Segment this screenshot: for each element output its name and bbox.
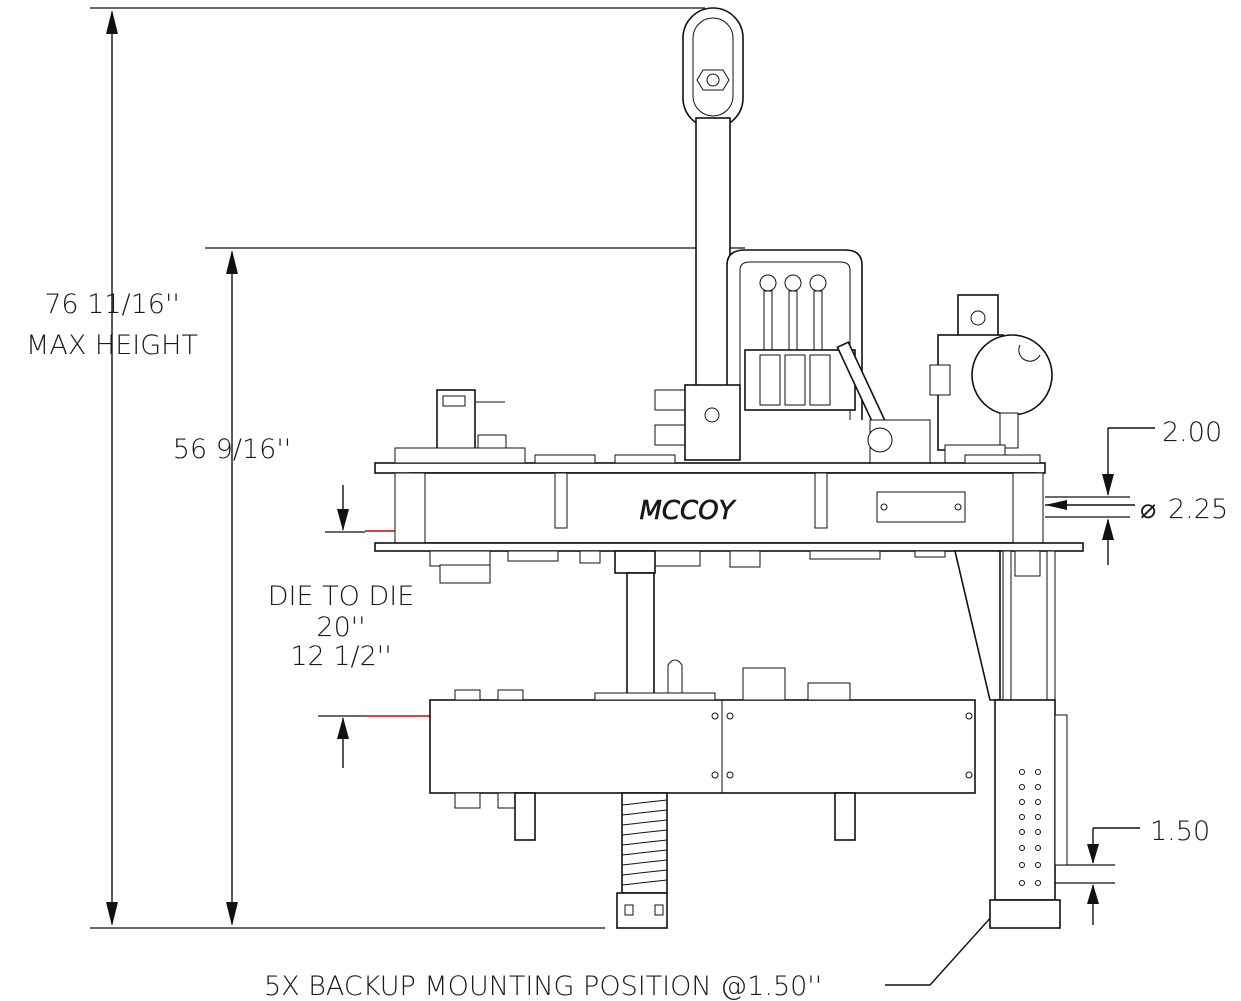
max-height-value: 76 11/16''	[44, 289, 180, 320]
control-valve-guard	[654, 249, 863, 461]
die-to-die-label: DIE TO DIE	[268, 581, 415, 612]
lower-height-value: 56 9/16''	[173, 434, 291, 465]
motor-assembly	[929, 294, 1053, 466]
shifter-lever	[836, 341, 931, 466]
offset-top-value: 2.00	[1162, 417, 1222, 448]
lifting-bail	[682, 7, 744, 399]
lift-spring	[616, 792, 668, 929]
hole-spacing-value: 1.50	[1150, 816, 1210, 847]
upper-bottom-plate	[374, 542, 1084, 584]
mccoy-logo: MCCOY	[639, 496, 736, 526]
backup-mounting-column	[989, 699, 1068, 929]
max-height-dimension	[90, 7, 705, 929]
bore-diameter-value: 2.25	[1168, 494, 1228, 525]
lower-jaw-body	[429, 667, 976, 794]
lower-feet	[454, 792, 856, 841]
diameter-symbol: ⌀	[1140, 494, 1156, 525]
center-column	[614, 550, 683, 699]
die-to-die-max: 20''	[316, 612, 365, 643]
die-to-die-min: 12 1/2''	[290, 641, 391, 672]
max-height-label: MAX HEIGHT	[26, 330, 198, 361]
lower-height-dimension	[205, 247, 745, 926]
backup-mounting-callout: 5X BACKUP MOUNTING POSITION @1.50''	[264, 971, 822, 1001]
upper-jaw-body	[394, 472, 1044, 546]
